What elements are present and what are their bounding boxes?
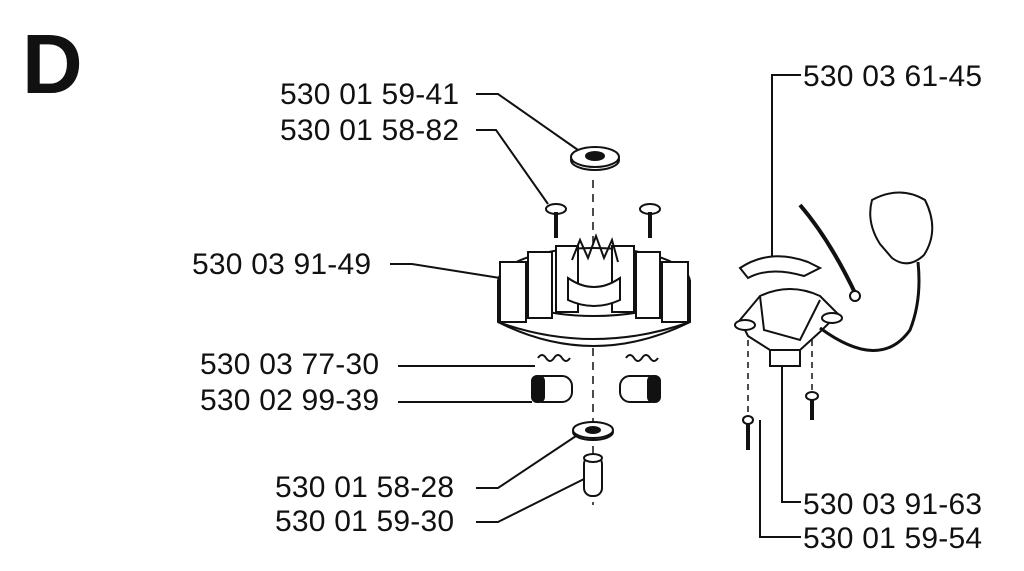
washer-top <box>570 146 620 171</box>
leader-line <box>781 360 801 503</box>
leader-line <box>476 431 583 489</box>
part-label-530-03-91-49: 530 03 91-49 <box>192 248 372 281</box>
part-label-530-01-58-28: 530 01 58-28 <box>275 471 455 504</box>
pawl-right <box>619 375 661 403</box>
part-label-530-01-59-54: 530 01 59-54 <box>803 522 983 555</box>
leader-line <box>390 263 501 279</box>
leader-line <box>476 129 549 205</box>
flywheel <box>497 233 691 347</box>
part-label-530-01-58-82: 530 01 58-82 <box>280 114 460 147</box>
part-label-530-01-59-41: 530 01 59-41 <box>280 78 460 111</box>
spring-left <box>537 354 571 362</box>
part-label-530-03-61-45: 530 03 61-45 <box>803 60 983 93</box>
part-label-530-03-91-63: 530 03 91-63 <box>803 488 983 521</box>
leader-lines <box>390 74 801 538</box>
leader-line <box>476 93 579 151</box>
ignition-module <box>734 191 934 367</box>
screw-right <box>639 203 661 238</box>
leader-line <box>759 420 801 538</box>
pin <box>583 453 603 497</box>
part-label-530-01-59-30: 530 01 59-30 <box>275 505 455 538</box>
pawl-left <box>531 375 573 403</box>
screw-module-left <box>742 340 754 450</box>
screw-left <box>545 203 567 238</box>
part-label-530-03-77-30: 530 03 77-30 <box>200 348 380 381</box>
section-letter: D <box>22 17 83 111</box>
washer-bottom <box>572 421 614 441</box>
spring-right <box>625 354 659 362</box>
screw-module-right <box>805 340 819 420</box>
leader-line <box>771 74 801 270</box>
leader-line <box>476 475 591 523</box>
part-label-530-02-99-39: 530 02 99-39 <box>200 384 380 417</box>
